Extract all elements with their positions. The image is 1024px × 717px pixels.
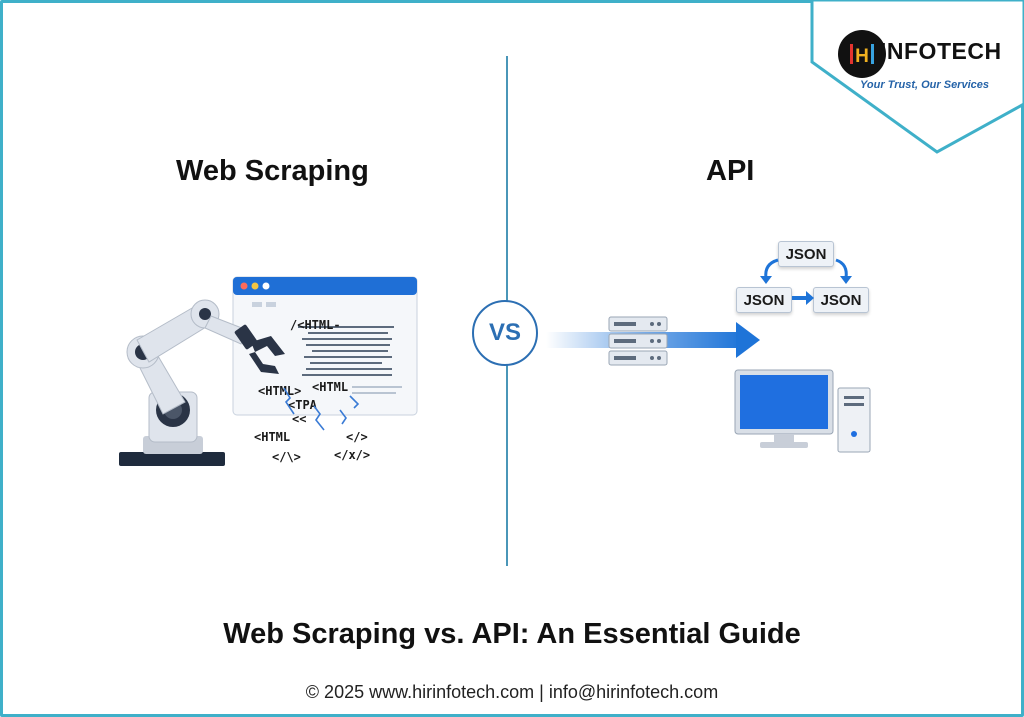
code-fragment-6: <HTML [254, 430, 291, 444]
svg-text:H: H [855, 46, 869, 67]
brand-tagline: Your Trust, Our Services [860, 79, 989, 91]
api-title: API [706, 155, 755, 187]
code-fragment-3: <HTML [312, 380, 349, 394]
browser-window-icon [232, 276, 418, 416]
code-fragment-4: <TPA [288, 398, 317, 412]
brand-name: INFOTECH [880, 38, 1002, 64]
code-fragment-7: </\> [272, 450, 301, 464]
vs-label: VS [488, 319, 521, 346]
json-node-top: JSON [778, 241, 834, 267]
code-fragment-9: </x/> [334, 448, 371, 462]
json-node-left: JSON [736, 287, 792, 313]
hir-logo-icon: H [838, 30, 886, 78]
code-fragment-2: <HTML> [258, 384, 302, 398]
robot-arm-icon [119, 299, 285, 466]
vs-badge: VS [472, 300, 538, 366]
page-title: Web Scraping vs. API: An Essential Guide [223, 618, 801, 650]
json-flow-arrows-icon [760, 258, 852, 305]
code-fragment-1: /<HTML- [290, 318, 341, 332]
web-scraping-title: Web Scraping [176, 155, 369, 187]
contact-line: © 2025 www.hirinfotech.com | info@hirinf… [305, 682, 719, 702]
server-icon [608, 316, 668, 366]
desktop-computer-icon [734, 369, 871, 453]
data-spark-lines-icon [283, 387, 360, 431]
code-fragment-8: </> [346, 430, 368, 444]
code-fragment-5: << [292, 412, 307, 426]
json-node-right: JSON [813, 287, 869, 313]
